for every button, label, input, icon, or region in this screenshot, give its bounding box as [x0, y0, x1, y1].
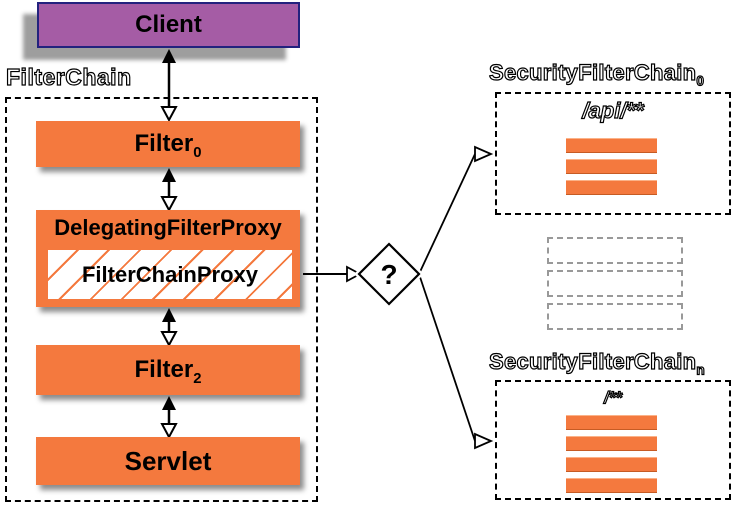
more-chains-ellipsis [547, 237, 683, 330]
security-chain-n-title: SecurityFilterChainn [488, 348, 706, 378]
filter-bar [566, 159, 657, 174]
security-chain-n-box: /** [495, 380, 731, 500]
arrow-filter0-dfp [160, 168, 178, 211]
filter2-box: Filter2 [36, 345, 300, 395]
security-chain-0-pattern: /api/** [582, 97, 644, 123]
ellipsis-chain-placeholder [547, 270, 683, 297]
arrow-client-filter0 [160, 49, 178, 121]
filter-bar [566, 478, 657, 493]
servlet-label: Servlet [124, 445, 212, 476]
filter-chain-proxy-box: FilterChainProxy [48, 250, 292, 299]
security-chain-0-filters [566, 138, 657, 195]
filter-chain-proxy-label: FilterChainProxy [81, 261, 259, 287]
delegating-filter-proxy-box: DelegatingFilterProxy FilterChainProxy [36, 210, 300, 307]
ellipsis-chain-placeholder [547, 303, 683, 330]
decision-question-label: ? [380, 259, 397, 290]
decision-branch-graphic: ? [303, 145, 494, 450]
filter0-label: Filter0 [134, 130, 202, 161]
security-chain-n-pattern: /** [603, 387, 622, 407]
delegating-filter-proxy-label: DelegatingFilterProxy [54, 215, 282, 240]
client-label: Client [135, 11, 202, 38]
servlet-box: Servlet [36, 437, 300, 485]
arrow-dfp-filter2 [160, 308, 178, 346]
filter-bar [566, 138, 657, 153]
decision-diamond [357, 242, 421, 306]
arrowhead-to-chainN [474, 432, 494, 450]
client-box: Client [37, 2, 300, 48]
filter-bar [566, 180, 657, 195]
arrowhead-to-chain0 [474, 145, 494, 163]
filter-bar [566, 415, 657, 430]
filter2-label: Filter2 [134, 356, 202, 387]
filter-bar [566, 436, 657, 451]
ellipsis-chain-placeholder [547, 237, 683, 264]
filterchain-label: FilterChain [5, 63, 132, 90]
filter0-box: Filter0 [36, 121, 300, 167]
filter-bar [566, 457, 657, 472]
arrow-filter2-servlet [160, 396, 178, 438]
filterchain-container [5, 97, 318, 502]
security-chain-n-filters [566, 415, 657, 493]
security-chain-0-title: SecurityFilterChain0 [488, 59, 705, 89]
security-chain-0-box: /api/** [495, 92, 731, 215]
